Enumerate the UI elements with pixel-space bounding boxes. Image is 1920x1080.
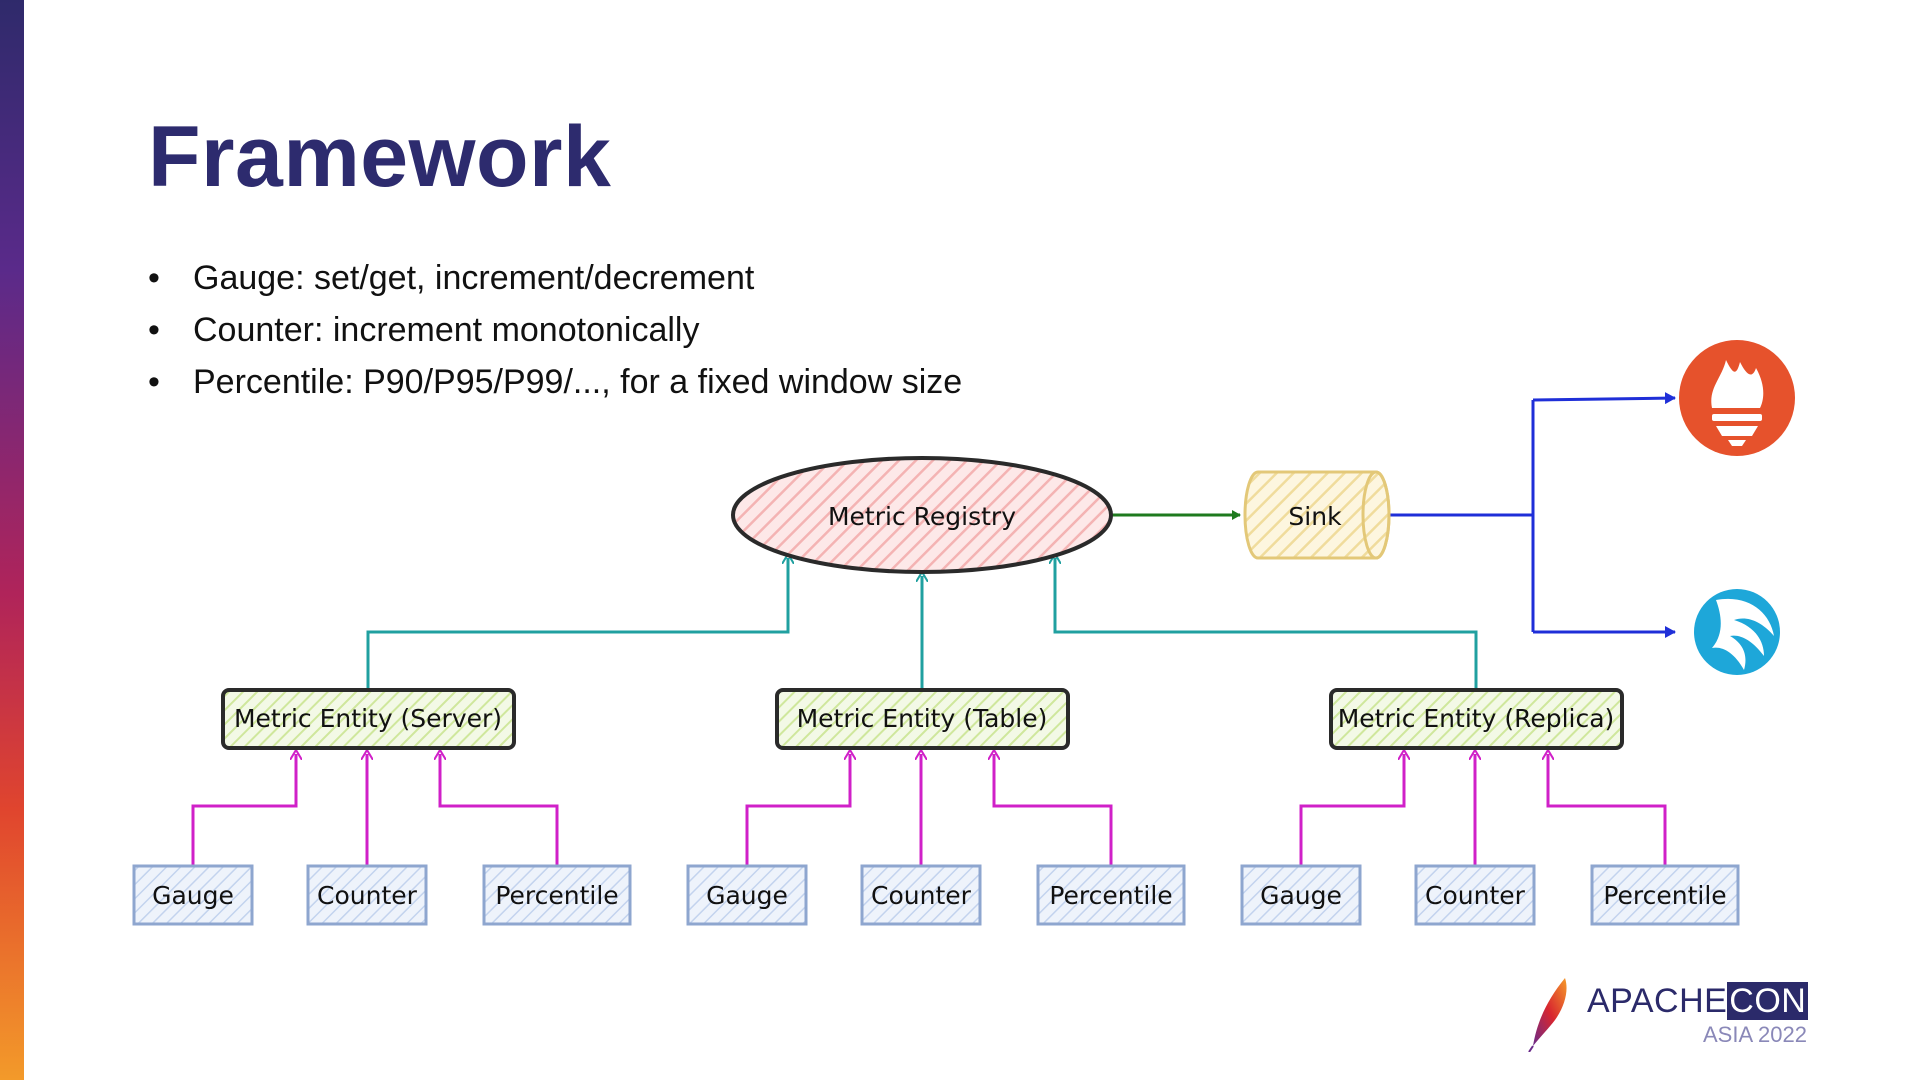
metric-entity-table-label: Metric Entity (Table) [797,704,1048,733]
metric-registry-label: Metric Registry [828,502,1016,531]
metric-boxes: Gauge Counter Percentile Gauge Counter Percen… [132,864,1740,926]
metric-registry-node: Metric Registry [731,456,1113,574]
feather-icon [1528,978,1567,1052]
metric-label-percentile: Percentile [1049,881,1172,910]
falcon-icon [1694,589,1780,675]
sink-label: Sink [1288,502,1342,531]
metric-label-counter: Counter [317,881,418,910]
arrows-entity-to-registry [366,558,1478,690]
metric-label-counter: Counter [1425,881,1526,910]
metric-box-counter-replica: Counter [1414,864,1536,926]
metric-label-counter: Counter [871,881,972,910]
sink-node: Sink [1243,470,1391,560]
metric-label-gauge: Gauge [706,881,788,910]
metric-label-gauge: Gauge [1260,881,1342,910]
bullet-item: Counter: increment monotonically [148,304,962,356]
logo-name-boxed: CON [1727,982,1809,1020]
metric-box-percentile-table: Percentile [1036,864,1186,926]
metric-entity-table: Metric Entity (Table) [775,688,1070,750]
bullet-item: Gauge: set/get, increment/decrement [148,252,962,304]
logo-name-prefix: APACHE [1587,982,1728,1020]
metric-box-gauge-replica: Gauge [1240,864,1362,926]
metric-box-gauge-server: Gauge [132,864,254,926]
metric-entity-replica-label: Metric Entity (Replica) [1338,704,1615,733]
metric-label-percentile: Percentile [495,881,618,910]
metric-label-percentile: Percentile [1603,881,1726,910]
arrow-gauge-to-entity-server [191,754,296,866]
metric-entity-replica: Metric Entity (Replica) [1329,688,1624,750]
arrow-percentile-to-entity-server [440,754,559,866]
apachecon-logo: APACHECON ASIA 2022 [1525,972,1815,1052]
metric-box-percentile-server: Percentile [482,864,632,926]
page-title: Framework [148,109,612,205]
metric-entity-server-label: Metric Entity (Server) [234,704,502,733]
arrow-percentile-to-entity-replica [1548,754,1667,866]
metric-box-counter-table: Counter [860,864,982,926]
metric-label-gauge: Gauge [152,881,234,910]
arrow-gauge-to-entity-table [745,754,850,866]
prometheus-icon [1679,340,1795,456]
metric-box-counter-server: Counter [306,864,428,926]
bullet-item: Percentile: P90/P95/P99/..., for a fixed… [148,356,962,408]
metric-box-gauge-table: Gauge [686,864,808,926]
arrow-gauge-to-entity-replica [1299,754,1404,866]
arrows-metric-to-entity [191,754,1667,866]
metric-entity-server: Metric Entity (Server) [221,688,516,750]
logo-name: APACHECON [1587,982,1809,1021]
arrow-percentile-to-entity-table [994,754,1113,866]
logo-subtitle: ASIA 2022 [1703,1022,1807,1047]
metric-box-percentile-replica: Percentile [1590,864,1740,926]
bullet-list: Gauge: set/get, increment/decrement Coun… [148,252,962,408]
accent-bar [0,0,24,1080]
arrows-sink-to-outputs [1390,392,1676,638]
